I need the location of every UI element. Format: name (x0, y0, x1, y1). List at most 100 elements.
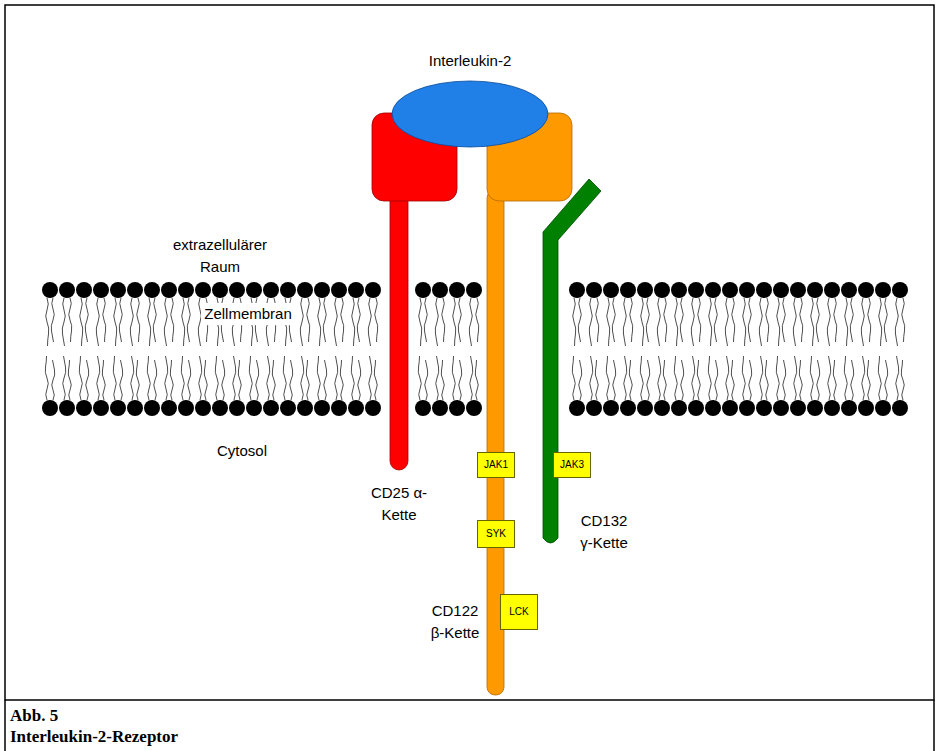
lipid-head (824, 282, 840, 298)
lipid-head (144, 400, 160, 416)
lipid-tail (352, 298, 355, 346)
region-label: extrazellulärer Raum (155, 234, 285, 278)
lipid-head (331, 282, 347, 298)
lipid-tail (103, 298, 106, 342)
lipid-head (212, 400, 228, 416)
lipid-tail (595, 360, 598, 400)
lipid-head (76, 400, 92, 416)
lipid-tail (709, 298, 712, 346)
lipid-tail (697, 360, 700, 400)
lipid-tail (902, 298, 905, 342)
lipid-tail (623, 298, 626, 346)
lipid-tail (453, 298, 456, 346)
lipid-head (42, 400, 58, 416)
lipid-tail (834, 298, 837, 342)
lipid-tail (476, 298, 479, 342)
lipid-tail (147, 356, 150, 400)
lipid-head (280, 282, 296, 298)
lipid-head (365, 282, 381, 298)
lipid-tail (896, 356, 899, 400)
lipid-tail (441, 360, 444, 400)
lipid-head (875, 282, 891, 298)
lipid-tail (369, 356, 372, 400)
lipid-head (212, 282, 228, 298)
lipid-head (76, 282, 92, 298)
lipid-tail (425, 360, 428, 400)
lipid-tail (256, 360, 259, 400)
lipid-tail (674, 356, 677, 400)
lipid-head (127, 400, 143, 416)
lipid-tail (442, 298, 445, 342)
lipid-tail (810, 356, 813, 400)
lipid-head (59, 282, 75, 298)
lipid-tail (760, 356, 763, 400)
kinase-label: LCK (509, 606, 528, 618)
lipid-tail (748, 298, 751, 342)
lipid-head (144, 282, 160, 298)
lipid-tail (596, 298, 599, 342)
lipid-head (59, 400, 75, 416)
lipid-tail (589, 298, 592, 346)
lipid-head (722, 282, 738, 298)
lipid-tail (52, 360, 55, 400)
lipid-tail (458, 298, 461, 342)
lipid-tail (647, 360, 650, 400)
lipid-tail (96, 298, 99, 346)
lipid-tail (215, 356, 218, 400)
lipid-head (807, 400, 823, 416)
lipid-tail (878, 356, 881, 400)
lipid-tail (629, 360, 632, 400)
lipid-tail (102, 360, 105, 400)
lipid-tail (590, 356, 593, 400)
lipid-tail (307, 298, 310, 342)
lipid-tail (470, 356, 473, 400)
caption-frame (933, 700, 935, 751)
lipid-tail (181, 356, 184, 400)
lipid-tail (885, 360, 888, 400)
lipid-tail (749, 360, 752, 400)
lipid-head (671, 400, 687, 416)
lipid-tail (136, 360, 139, 400)
lipid-tail (640, 356, 643, 400)
lipid-tail (131, 356, 134, 400)
lipid-tail (340, 360, 343, 400)
lipid-head (705, 282, 721, 298)
alpha-chain (372, 113, 457, 470)
figure-caption: Interleukin-2-Rezeptor (10, 727, 178, 747)
lipid-head (671, 282, 687, 298)
lipid-head (841, 400, 857, 416)
lipid-tail (51, 298, 54, 342)
lipid-head (195, 400, 211, 416)
lipid-tail (579, 360, 582, 400)
lipid-head (586, 282, 602, 298)
lipid-tail (606, 356, 609, 400)
lipid-tail (572, 356, 575, 400)
lipid-head (773, 400, 789, 416)
lipid-tail (868, 298, 871, 342)
kinase-box: LCK (500, 594, 538, 630)
lipid-tail (459, 360, 462, 400)
lipid-head (297, 282, 313, 298)
lipid-tail (708, 356, 711, 400)
lipid-tail (222, 360, 225, 400)
lipid-tail (357, 298, 360, 342)
lipid-head (892, 282, 908, 298)
lipid-tail (187, 298, 190, 342)
lipid-tail (578, 298, 581, 342)
lipid-tail (714, 298, 717, 342)
lipid-head (178, 400, 194, 416)
lipid-tail (681, 360, 684, 400)
lipid-tail (68, 360, 71, 400)
lipid-tail (607, 298, 610, 346)
lipid-tail (692, 356, 695, 400)
lipid-tail (658, 356, 661, 400)
lipid-head (790, 400, 806, 416)
lipid-tail (452, 356, 455, 400)
lipid-tail (165, 356, 168, 400)
lipid-head (263, 400, 279, 416)
lipid-head (93, 282, 109, 298)
lipid-tail (63, 356, 66, 400)
lipid-head (790, 282, 806, 298)
lipid-head (348, 282, 364, 298)
